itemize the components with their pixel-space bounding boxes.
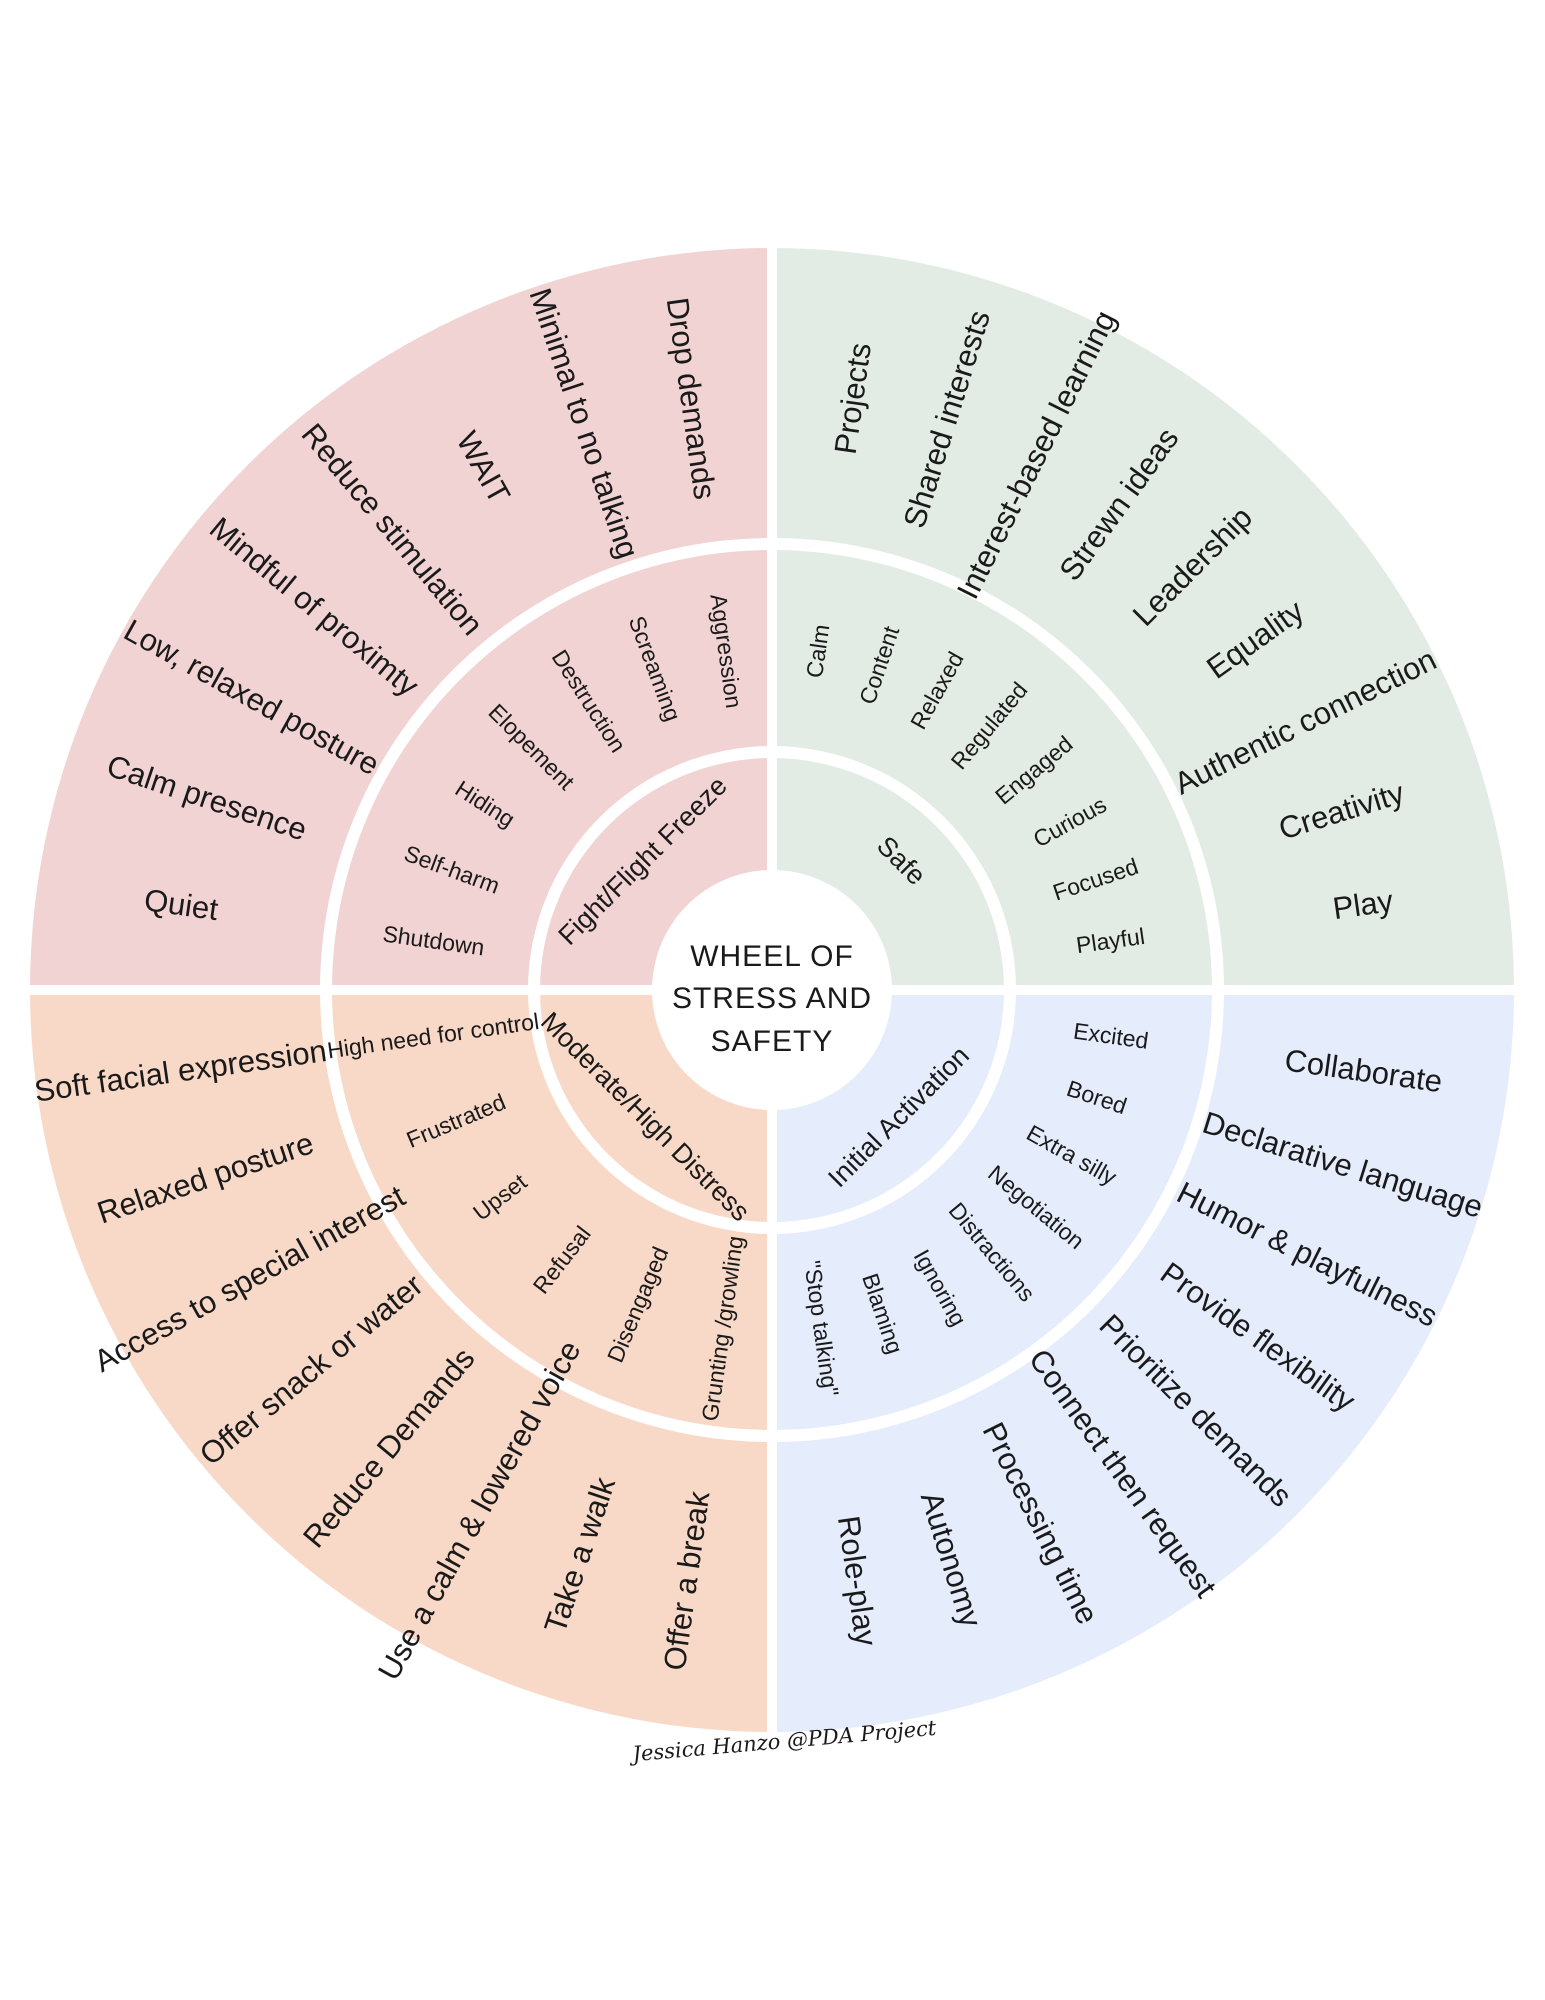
top-left-outer-sector [30, 248, 772, 990]
center-title-line-3: SAFETY [711, 1025, 834, 1058]
center-title-line-1: WHEEL OF [690, 940, 854, 973]
bottom-left-outer-sector [30, 990, 772, 1732]
top-right-middle-sector [772, 550, 1212, 990]
bottom-left-middle-sector [332, 990, 772, 1430]
wheel-sectors [30, 248, 1514, 1732]
top-right-inner-sector [772, 758, 1004, 990]
bottom-right-inner-sector [772, 990, 1004, 1222]
bottom-right-middle-sector [772, 990, 1212, 1430]
center-disc [652, 870, 892, 1110]
bottom-right-outer-sector [772, 990, 1514, 1732]
top-left-inner-sector [540, 758, 772, 990]
top-right-outer-sector [772, 248, 1514, 990]
top-left-middle-sector [332, 550, 772, 990]
center-title-line-2: STRESS AND [672, 982, 872, 1015]
bottom-left-inner-sector [540, 990, 772, 1222]
top-right-support-label: Play [1331, 883, 1396, 926]
